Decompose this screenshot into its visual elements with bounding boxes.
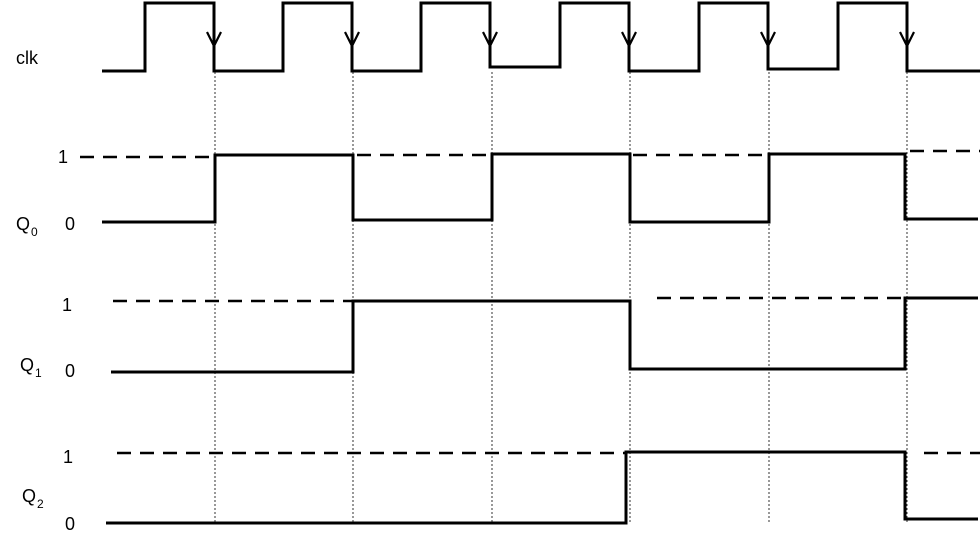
q0-waveform bbox=[102, 152, 978, 224]
q0-low-label: 0 bbox=[65, 214, 75, 234]
q1-high-label: 1 bbox=[62, 295, 72, 315]
falling-edge-arrows bbox=[206, 31, 915, 49]
q0-label: Q bbox=[16, 214, 30, 234]
q2-low-label: 0 bbox=[65, 514, 75, 534]
q0-subscript: 0 bbox=[31, 225, 38, 239]
falling-edge-arrow-5 bbox=[760, 31, 776, 49]
q2-high-label: 1 bbox=[63, 447, 73, 467]
q0-high-label: 1 bbox=[58, 147, 68, 167]
q2-label: Q bbox=[22, 486, 36, 506]
clk-label: clk bbox=[16, 48, 39, 68]
q1-subscript: 1 bbox=[35, 366, 42, 380]
q2-subscript: 2 bbox=[37, 497, 44, 511]
falling-edge-arrow-3 bbox=[482, 31, 498, 49]
falling-edge-arrow-4 bbox=[621, 31, 637, 49]
falling-edge-arrow-1 bbox=[206, 31, 222, 49]
q0-dashed-high-level bbox=[80, 149, 980, 159]
falling-edge-arrow-6 bbox=[899, 31, 915, 49]
clk-waveform bbox=[102, 1, 980, 73]
q1-waveform bbox=[111, 296, 978, 374]
q1-low-label: 0 bbox=[65, 361, 75, 381]
q1-dashed-high-level bbox=[113, 296, 905, 303]
q2-waveform bbox=[106, 450, 978, 525]
q1-label: Q bbox=[20, 355, 34, 375]
falling-edge-arrow-2 bbox=[344, 31, 360, 49]
